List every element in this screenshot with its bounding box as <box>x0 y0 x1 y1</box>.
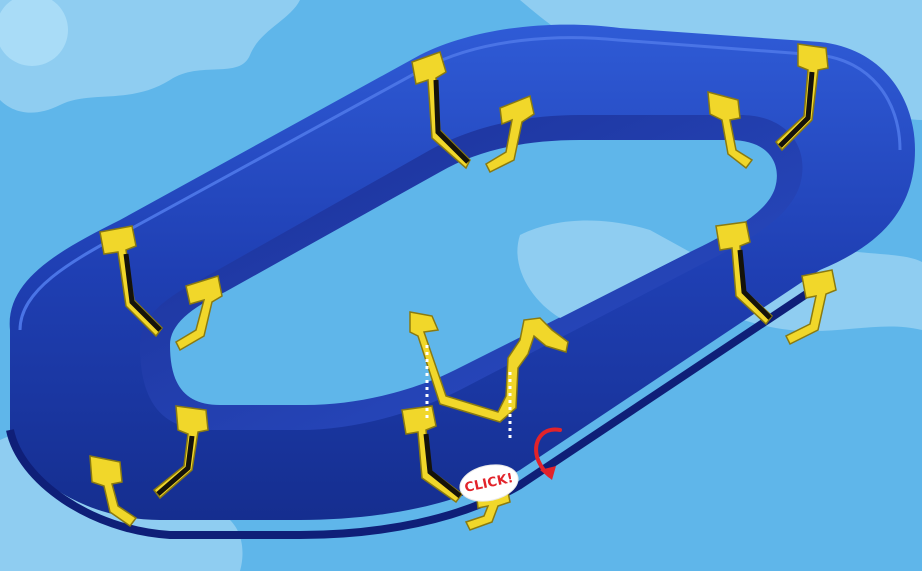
click-label: CLICK! <box>463 471 514 496</box>
